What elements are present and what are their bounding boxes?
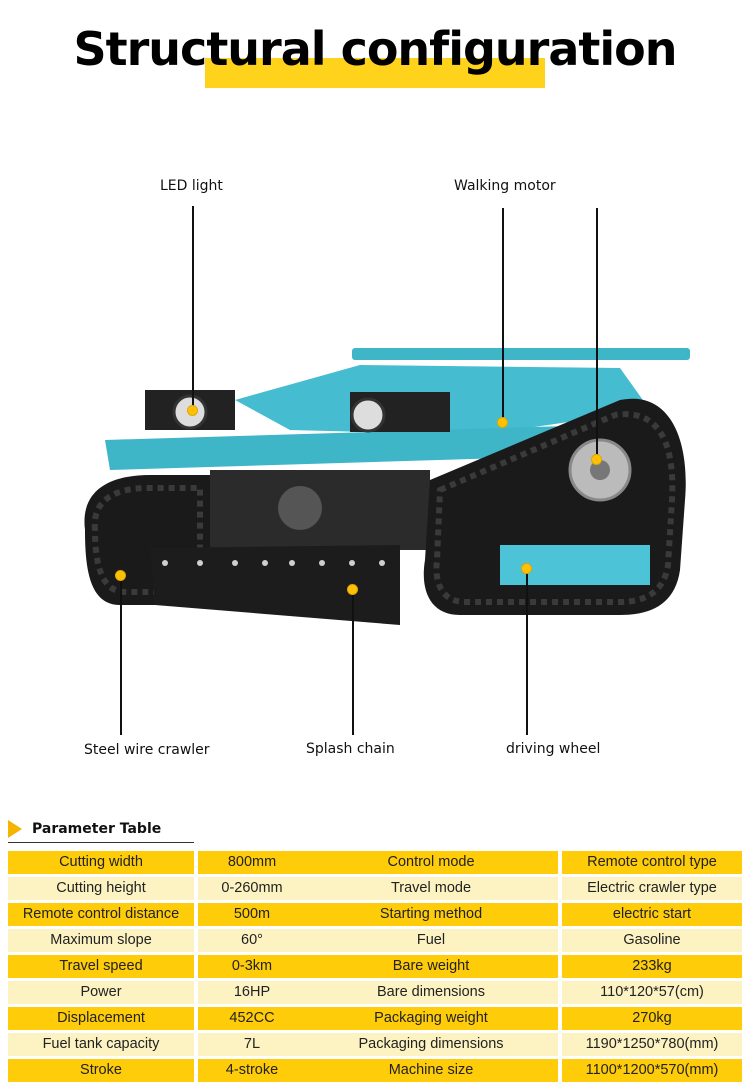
param-label: Stroke	[8, 1059, 194, 1082]
table-row: Stroke 4-stroke Machine size 1100*1200*5…	[8, 1059, 742, 1082]
table-row: Cutting height 0-260mm Travel mode Elect…	[8, 877, 742, 900]
param-label: Machine size	[304, 1059, 558, 1082]
callout-driving-wheel: driving wheel	[506, 741, 601, 757]
splash-chain-line	[352, 590, 354, 735]
splash-chain-plate	[150, 545, 400, 625]
driving-wheel-top-line	[596, 208, 598, 458]
led-light-line	[192, 206, 194, 406]
parameter-table-header: Parameter Table	[8, 818, 194, 843]
parameter-table-title: Parameter Table	[32, 821, 162, 837]
splash-chain-marker	[347, 584, 358, 595]
param-label: Fuel tank capacity	[8, 1033, 194, 1056]
param-value: 4-stroke	[198, 1059, 306, 1082]
param-label: Cutting height	[8, 877, 194, 900]
param-value: Gasoline	[562, 929, 742, 952]
param-label: Packaging weight	[304, 1007, 558, 1030]
param-value: 1100*1200*570(mm)	[562, 1059, 742, 1082]
walking-motor-line	[502, 208, 504, 420]
param-value: 60°	[198, 929, 306, 952]
param-value: 452CC	[198, 1007, 306, 1030]
led-light-marker	[187, 405, 198, 416]
param-label: Cutting width	[8, 851, 194, 874]
param-value: 0-260mm	[198, 877, 306, 900]
param-value: 16HP	[198, 981, 306, 1004]
callout-led-light: LED light	[160, 178, 223, 194]
param-label: Travel speed	[8, 955, 194, 978]
engine-cap	[278, 486, 322, 530]
table-row: Remote control distance 500m Starting me…	[8, 903, 742, 926]
param-label: Bare dimensions	[304, 981, 558, 1004]
table-row: Power 16HP Bare dimensions 110*120*57(cm…	[8, 981, 742, 1004]
param-label: Packaging dimensions	[304, 1033, 558, 1056]
param-value: 110*120*57(cm)	[562, 981, 742, 1004]
lawn-mower-illustration	[84, 348, 690, 625]
driving-wheel-marker	[521, 563, 532, 574]
table-row: Maximum slope 60° Fuel Gasoline	[8, 929, 742, 952]
table-row: Fuel tank capacity 7L Packaging dimensio…	[8, 1033, 742, 1056]
table-row: Travel speed 0-3km Bare weight 233kg	[8, 955, 742, 978]
param-value: electric start	[562, 903, 742, 926]
param-value: 800mm	[198, 851, 306, 874]
param-value: Remote control type	[562, 851, 742, 874]
param-value: 233kg	[562, 955, 742, 978]
table-row: Cutting width 800mm Control mode Remote …	[8, 851, 742, 874]
param-label: Remote control distance	[8, 903, 194, 926]
front-bumper	[105, 425, 605, 470]
page-title: Structural configuration	[73, 22, 678, 76]
table-row: Displacement 452CC Packaging weight 270k…	[8, 1007, 742, 1030]
param-label: Bare weight	[304, 955, 558, 978]
param-value: 270kg	[562, 1007, 742, 1030]
title-highlight-bar	[205, 58, 545, 88]
driving-wheel-top-marker	[591, 454, 602, 465]
param-label: Maximum slope	[8, 929, 194, 952]
right-led	[350, 397, 386, 433]
param-label: Displacement	[8, 1007, 194, 1030]
param-value: 7L	[198, 1033, 306, 1056]
param-label: Control mode	[304, 851, 558, 874]
param-label: Fuel	[304, 929, 558, 952]
rear-bar	[352, 348, 690, 360]
param-label: Power	[8, 981, 194, 1004]
crawler-marker	[115, 570, 126, 581]
walking-motor-marker	[497, 417, 508, 428]
param-label: Travel mode	[304, 877, 558, 900]
param-value: 1190*1250*780(mm)	[562, 1033, 742, 1056]
param-label: Starting method	[304, 903, 558, 926]
callout-walking-motor: Walking motor	[454, 178, 556, 194]
title-area: Structural configuration	[0, 22, 750, 102]
callout-splash-chain: Splash chain	[306, 741, 395, 757]
arrow-icon	[8, 820, 22, 838]
callout-steel-wire-crawler: Steel wire crawler	[84, 742, 210, 758]
crawler-line	[120, 575, 122, 735]
param-value: Electric crawler type	[562, 877, 742, 900]
driving-wheel-line	[526, 568, 528, 735]
param-value: 500m	[198, 903, 306, 926]
param-value: 0-3km	[198, 955, 306, 978]
